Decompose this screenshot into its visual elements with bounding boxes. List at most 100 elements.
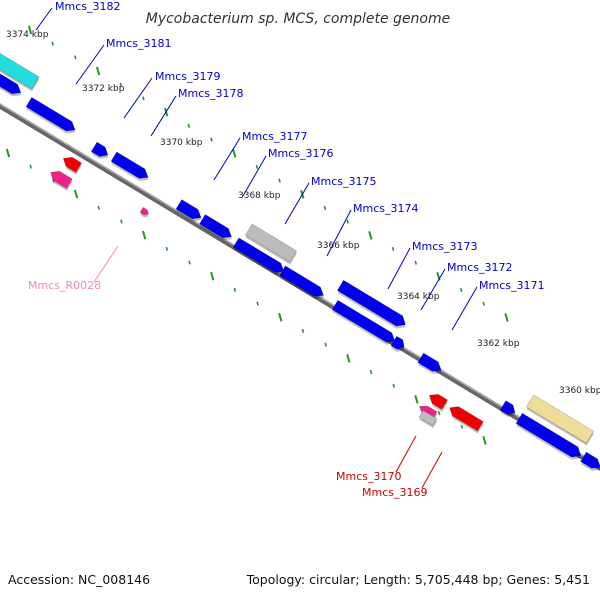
- label-leader-line: [420, 268, 446, 311]
- tick-mark: [142, 230, 147, 240]
- tick-mark: [391, 246, 395, 252]
- scale-label-3362: 3362 kbp: [477, 339, 520, 349]
- tick-mark: [120, 219, 123, 224]
- tick-mark: [256, 301, 259, 306]
- tick-mark: [29, 164, 32, 169]
- feature-yellow[interactable]: [525, 394, 594, 446]
- scale-label-3368: 3368 kbp: [238, 191, 281, 201]
- label-leader-line: [93, 245, 119, 283]
- tick-mark: [165, 246, 169, 251]
- gene-arrow-mmcs-3174[interactable]: [279, 265, 328, 303]
- tick-mark: [460, 424, 464, 429]
- label-leader-line: [213, 137, 241, 181]
- tick-mark: [73, 189, 79, 199]
- label-leader-line: [123, 77, 153, 119]
- label-leader-line: [75, 44, 105, 85]
- label-leader-line: [421, 451, 443, 489]
- tick-mark: [5, 148, 11, 158]
- gene-label-mmcs-3179[interactable]: Mmcs_3179: [155, 70, 220, 83]
- feature-grey[interactable]: [244, 223, 298, 265]
- tick-mark: [278, 178, 281, 183]
- gene-arrow-mmcs-3170[interactable]: [425, 391, 448, 412]
- tick-mark: [210, 137, 213, 142]
- rna-arrow-a[interactable]: [47, 168, 74, 191]
- map-title: Mycobacterium sp. MCS, complete genome: [146, 11, 451, 27]
- gene-label-mmcs-3177[interactable]: Mmcs_3177: [242, 130, 307, 143]
- scale-label-3372: 3372 kbp: [82, 84, 125, 94]
- gene-label-mmcs-r0028[interactable]: Mmcs_R0028: [28, 279, 101, 292]
- tick-mark: [324, 342, 327, 347]
- tick-mark: [346, 353, 351, 363]
- gene-arrow-mmcs-3177[interactable]: [175, 199, 205, 225]
- tick-mark: [188, 260, 191, 265]
- gene-label-mmcs-3170[interactable]: Mmcs_3170: [336, 470, 401, 483]
- gene-arrow-large[interactable]: [515, 412, 585, 463]
- label-leader-line: [326, 209, 352, 257]
- gene-labels: Mmcs_3182 Mmcs_3181 Mmcs_3179 Mmcs_3178 …: [28, 0, 544, 499]
- feature-grey-small[interactable]: [418, 410, 438, 429]
- gene-arrow-mmcs-3178[interactable]: [110, 151, 152, 185]
- tick-mark: [95, 66, 101, 76]
- scale-label-3360: 3360 kbp: [559, 386, 600, 396]
- gene-arrow-mmcs-3182[interactable]: [0, 72, 25, 100]
- tick-mark: [74, 55, 77, 60]
- tick-mark: [369, 369, 373, 375]
- gene-label-mmcs-3173[interactable]: Mmcs_3173: [412, 240, 477, 253]
- gene-label-mmcs-3174[interactable]: Mmcs_3174: [353, 202, 418, 215]
- scale-labels: 3374 kbp 3372 kbp 3370 kbp 3368 kbp 3366…: [6, 30, 600, 396]
- tick-mark: [301, 328, 305, 333]
- label-leader-line: [242, 155, 267, 197]
- tick-mark: [482, 436, 487, 445]
- feature-cyan[interactable]: [0, 50, 40, 92]
- gene-arrow-small[interactable]: [499, 400, 519, 420]
- gene-label-mmcs-3176[interactable]: Mmcs_3176: [268, 147, 333, 160]
- scale-label-3364: 3364 kbp: [397, 292, 440, 302]
- tick-mark: [368, 230, 373, 240]
- scale-label-3374: 3374 kbp: [6, 30, 49, 40]
- label-leaders: [35, 7, 478, 489]
- gene-label-mmcs-3171[interactable]: Mmcs_3171: [479, 279, 544, 292]
- gene-arrow-mmcs-3171[interactable]: [417, 352, 446, 377]
- tick-mark: [232, 148, 237, 158]
- tick-mark: [210, 271, 215, 281]
- tick-mark: [459, 288, 463, 293]
- tick-mark: [392, 383, 396, 388]
- gene-arrow-mmcs-3175[interactable]: [232, 237, 288, 279]
- tick-mark: [255, 164, 259, 169]
- gene-arrow-mmcs-3169[interactable]: [446, 403, 485, 434]
- tick-mark: [482, 301, 486, 306]
- tick-mark: [52, 178, 55, 183]
- gene-arrow-mmcs-3173-upper[interactable]: [336, 279, 410, 332]
- tick-mark: [119, 82, 123, 87]
- label-leader-line: [150, 95, 177, 137]
- gene-label-mmcs-3181[interactable]: Mmcs_3181: [106, 37, 171, 50]
- tick-mark: [142, 96, 145, 101]
- label-leader-line: [387, 247, 411, 290]
- tick-mark: [233, 287, 237, 292]
- gene-label-mmcs-3175[interactable]: Mmcs_3175: [311, 175, 376, 188]
- tick-mark: [504, 313, 509, 322]
- tick-mark: [323, 205, 327, 210]
- gene-label-mmcs-3172[interactable]: Mmcs_3172: [447, 261, 512, 274]
- tick-mark: [437, 411, 441, 416]
- gene-label-mmcs-3169[interactable]: Mmcs_3169: [362, 486, 427, 499]
- gene-arrow-edge[interactable]: [580, 451, 600, 474]
- tick-mark: [51, 41, 54, 46]
- gene-arrow-mmcs-3181[interactable]: [25, 96, 79, 137]
- gene-arrow-mmcs-3172[interactable]: [390, 335, 408, 354]
- tick-mark: [187, 123, 191, 128]
- tick-mark: [97, 205, 101, 210]
- gene-label-mmcs-3182[interactable]: Mmcs_3182: [55, 0, 120, 13]
- rna-arrow-mmcs-r0028[interactable]: [139, 206, 151, 219]
- tick-mark: [414, 395, 419, 404]
- gene-arrow-mmcs-3173[interactable]: [331, 299, 399, 348]
- label-leader-line: [395, 435, 417, 473]
- label-leader-line: [451, 286, 478, 331]
- gene-arrow-reverse-a[interactable]: [59, 154, 82, 175]
- gene-label-mmcs-3178[interactable]: Mmcs_3178: [178, 87, 243, 100]
- tick-mark: [346, 219, 349, 224]
- gene-arrow-mmcs-3179[interactable]: [90, 141, 112, 162]
- scale-label-3370: 3370 kbp: [160, 138, 203, 148]
- gene-arrow-mmcs-3176[interactable]: [199, 214, 236, 244]
